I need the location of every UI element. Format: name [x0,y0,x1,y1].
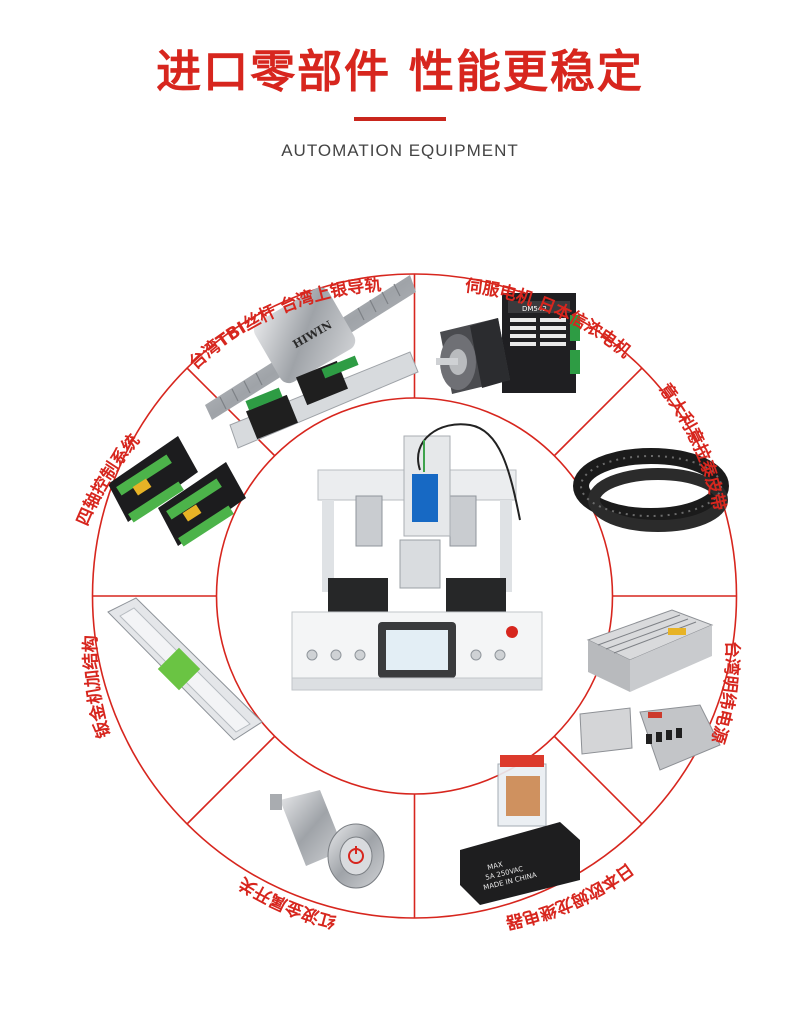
automation-machine-image [291,423,543,691]
relay-text-1: MAX [487,860,504,872]
page-headline: 进口零部件 性能更稳定 [156,45,644,98]
label-metal-switch: 红波金属开关 [235,873,338,933]
control-board-icon [108,436,246,547]
timing-belt-icon [573,448,729,532]
ball-screw-guide-icon: HIWIN [205,275,419,449]
label-sheet-metal-frame: 钣金机加结构 [80,635,115,740]
headline-divider [354,117,446,121]
segment-dividers [92,274,737,918]
driver-model-text: DM542 [522,305,547,313]
page-subtitle: AUTOMATION EQUIPMENT [281,141,519,160]
relay-icon: MAX 5A 250VAC MADE IN CHINA [460,755,580,905]
label-power-supply: 台湾明纬电源 [707,641,743,746]
servo-motor-icon: DM542 [436,293,580,394]
power-supply-icon [579,609,721,771]
sheet-metal-frame-icon [107,597,263,741]
label-timing-belt: 意大利意拉泰皮带 [655,379,730,512]
metal-switch-icon [270,790,385,889]
